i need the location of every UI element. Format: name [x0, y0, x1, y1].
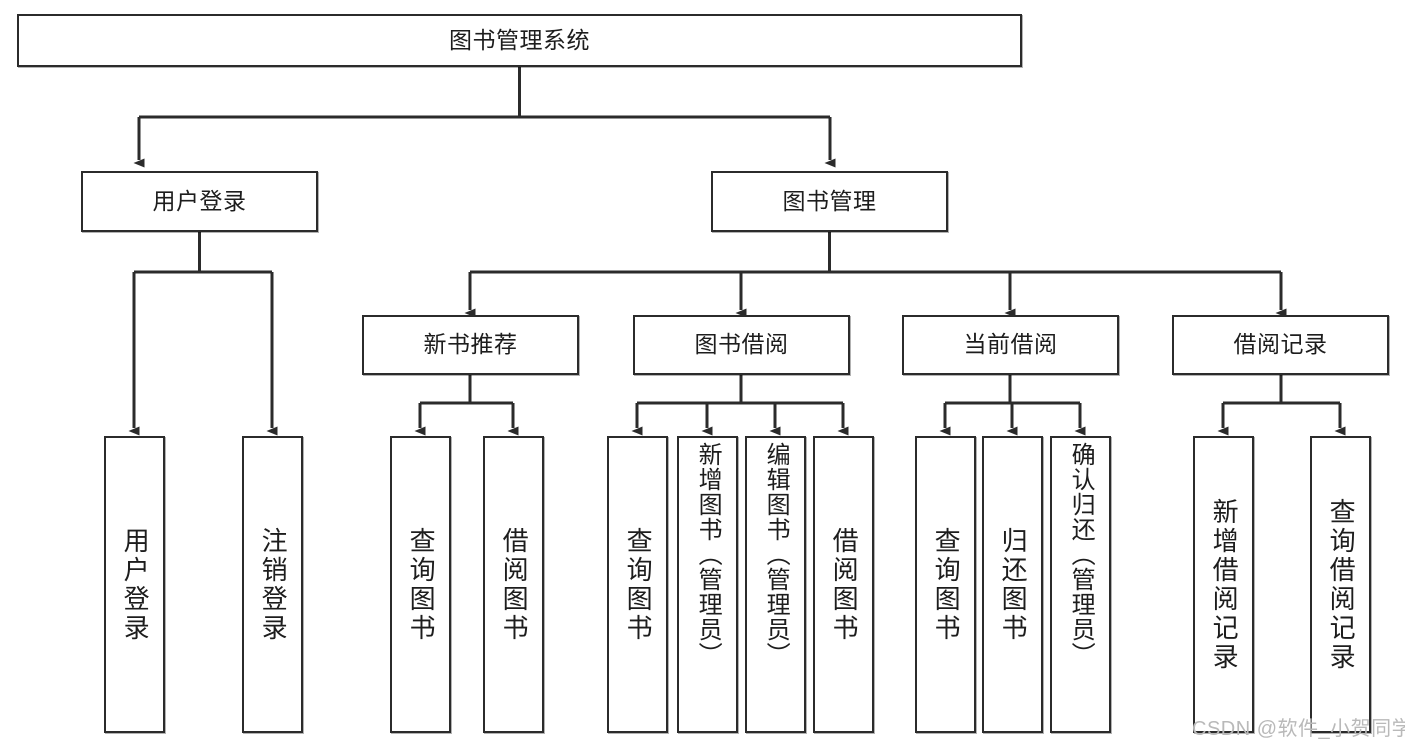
node-leaf-add-book-admin-label: 新增图书（管理员） — [694, 442, 722, 667]
node-borrow-record-label: 借阅记录 — [1233, 331, 1328, 358]
node-leaf-return-book-label: 归还图书 — [998, 526, 1029, 643]
node-book-borrow[interactable]: 图书借阅 — [633, 315, 850, 375]
node-leaf-logout-login-label: 注销登录 — [258, 526, 289, 643]
node-borrow-record[interactable]: 借阅记录 — [1172, 315, 1389, 375]
node-root-system[interactable]: 图书管理系统 — [17, 14, 1022, 67]
node-leaf-query-book-3[interactable]: 查询图书 — [915, 436, 976, 733]
node-leaf-query-book-3-label: 查询图书 — [931, 526, 962, 643]
node-current-borrow-label: 当前借阅 — [963, 331, 1058, 358]
node-leaf-query-book-1-label: 查询图书 — [406, 526, 437, 643]
node-leaf-borrow-book-2[interactable]: 借阅图书 — [813, 436, 874, 733]
node-book-management[interactable]: 图书管理 — [711, 171, 948, 232]
node-book-management-label: 图书管理 — [782, 187, 877, 214]
node-leaf-borrow-book-2-label: 借阅图书 — [829, 526, 860, 643]
node-new-book-recommend[interactable]: 新书推荐 — [362, 315, 579, 375]
node-leaf-borrow-book-1-label: 借阅图书 — [499, 526, 530, 643]
node-leaf-add-book-admin[interactable]: 新增图书（管理员） — [677, 436, 738, 733]
node-leaf-edit-book-admin-label: 编辑图书（管理员） — [762, 442, 790, 667]
node-leaf-query-book-2-label: 查询图书 — [623, 526, 654, 643]
node-leaf-query-book-2[interactable]: 查询图书 — [607, 436, 668, 733]
csdn-watermark: CSDN @软件_小贺同学 — [1192, 718, 1405, 740]
node-leaf-add-borrow-record-label: 新增借阅记录 — [1209, 497, 1240, 672]
node-leaf-logout-login[interactable]: 注销登录 — [242, 436, 303, 733]
node-leaf-user-login-label: 用户登录 — [120, 526, 151, 643]
node-leaf-query-book-1[interactable]: 查询图书 — [390, 436, 451, 733]
node-leaf-confirm-return-admin[interactable]: 确认归还（管理员） — [1050, 436, 1111, 733]
node-leaf-add-borrow-record[interactable]: 新增借阅记录 — [1193, 436, 1254, 733]
node-root-system-label: 图书管理系统 — [449, 26, 590, 53]
node-new-book-recommend-label: 新书推荐 — [423, 331, 518, 358]
node-leaf-confirm-return-admin-label: 确认归还（管理员） — [1067, 442, 1095, 667]
node-user-login[interactable]: 用户登录 — [81, 171, 318, 232]
node-user-login-label: 用户登录 — [152, 187, 247, 214]
node-leaf-edit-book-admin[interactable]: 编辑图书（管理员） — [745, 436, 806, 733]
node-leaf-user-login[interactable]: 用户登录 — [104, 436, 165, 733]
node-leaf-borrow-book-1[interactable]: 借阅图书 — [483, 436, 544, 733]
node-leaf-query-borrow-record[interactable]: 查询借阅记录 — [1310, 436, 1371, 733]
node-book-borrow-label: 图书借阅 — [694, 331, 789, 358]
node-current-borrow[interactable]: 当前借阅 — [902, 315, 1119, 375]
node-leaf-query-borrow-record-label: 查询借阅记录 — [1326, 497, 1357, 672]
node-leaf-return-book[interactable]: 归还图书 — [982, 436, 1043, 733]
